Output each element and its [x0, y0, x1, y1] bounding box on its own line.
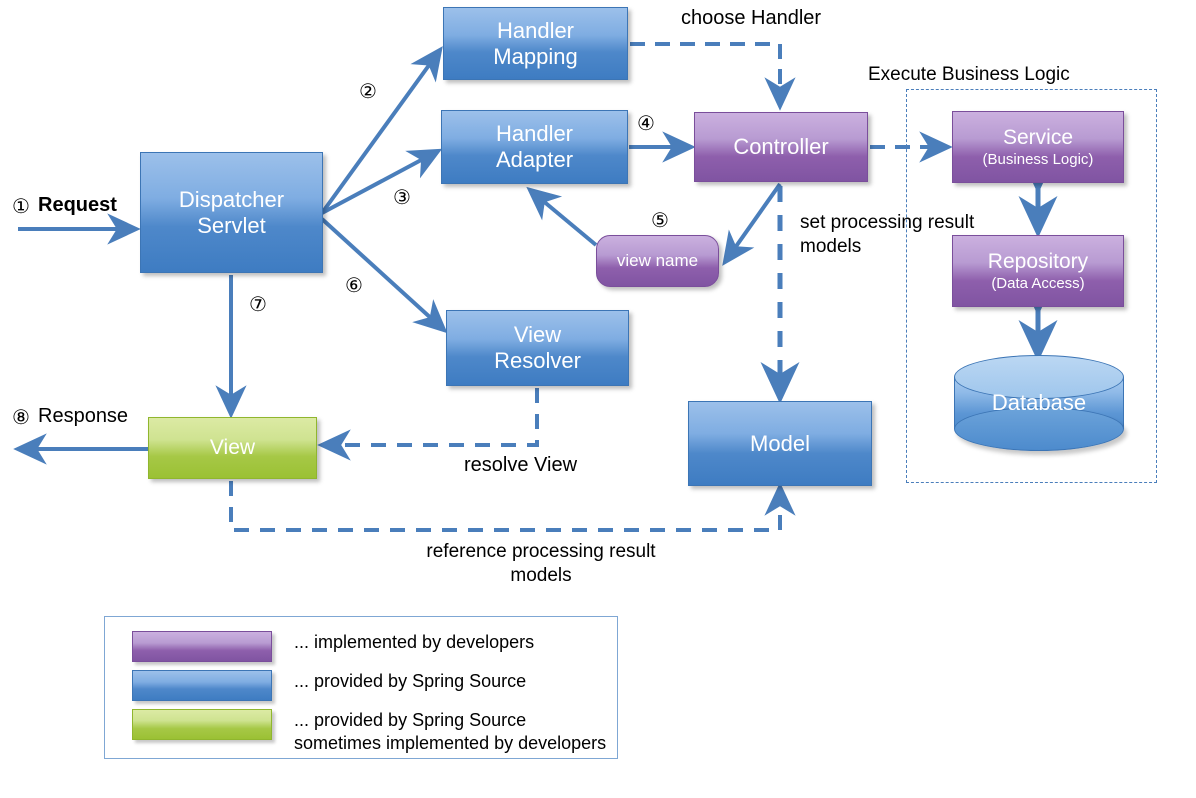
- handler-adapter-title-line1: Handler: [495, 121, 574, 147]
- legend-swatch-blue: [132, 670, 272, 701]
- service-title: Service: [1002, 125, 1074, 149]
- edge-choose-handler: [630, 42, 796, 111]
- step-5: ⑤: [651, 210, 669, 232]
- node-service[interactable]: Service (Business Logic): [952, 111, 1124, 183]
- label-choose-handler: choose Handler: [681, 7, 822, 29]
- node-model[interactable]: Model: [688, 401, 872, 486]
- step-2: ②: [359, 81, 377, 103]
- repository-title: Repository: [987, 249, 1089, 273]
- view-resolver-title-line1: View: [513, 322, 562, 348]
- execute-business-logic-label: Execute Business Logic: [868, 64, 1070, 85]
- legend-label-blue: ... provided by Spring Source: [294, 671, 527, 691]
- handler-mapping-title-line2: Mapping: [493, 43, 578, 69]
- label-request: Request: [38, 194, 117, 216]
- label-response: Response: [38, 405, 129, 427]
- node-view[interactable]: View: [148, 417, 317, 479]
- legend-swatch-purple: [132, 631, 272, 662]
- repository-subtitle: (Data Access): [991, 274, 1085, 292]
- label-resolve-view: resolve View: [464, 454, 578, 476]
- node-repository[interactable]: Repository (Data Access): [952, 235, 1124, 307]
- edge-reference-result-models: [229, 481, 796, 532]
- database-label-wrap: Database: [954, 355, 1124, 451]
- controller-title: Controller: [733, 134, 829, 160]
- dispatcher-servlet-title-line1: Dispatcher: [178, 186, 285, 212]
- step-8: ⑧: [12, 407, 30, 429]
- step-6: ⑥: [345, 275, 363, 297]
- edge-dispatcher-to-handler-adapter: [321, 148, 443, 215]
- label-set-processing-result-models: set processing result models: [800, 212, 975, 257]
- legend-label-purple: ... implemented by developers: [294, 632, 535, 652]
- node-view-resolver[interactable]: View Resolver: [446, 310, 629, 386]
- node-dispatcher-servlet[interactable]: Dispatcher Servlet: [140, 152, 323, 273]
- edge-dispatcher-to-handler-mapping: [320, 46, 443, 215]
- legend-label-green: ... provided by Spring Source sometimes …: [294, 710, 607, 754]
- edge-view-name-to-handler-adapter: [526, 186, 598, 247]
- edge-resolve-view: [317, 388, 539, 461]
- database-title: Database: [991, 390, 1087, 415]
- step-3: ③: [393, 187, 411, 209]
- step-4: ④: [637, 113, 655, 135]
- step-1: ①: [12, 196, 30, 218]
- dispatcher-servlet-title-line2: Servlet: [197, 212, 266, 238]
- node-view-name[interactable]: view name: [596, 235, 719, 287]
- legend-row: ... provided by Spring Source sometimes …: [132, 709, 606, 755]
- label-reference-processing-result-models: reference processing result models: [426, 541, 656, 586]
- view-name-title: view name: [616, 250, 699, 270]
- service-subtitle: (Business Logic): [982, 150, 1094, 168]
- database-bottom-ellipse: [954, 407, 1124, 451]
- node-handler-adapter[interactable]: Handler Adapter: [441, 110, 628, 184]
- step-7: ⑦: [249, 294, 267, 316]
- node-controller[interactable]: Controller: [694, 112, 868, 182]
- node-database[interactable]: Database: [954, 355, 1124, 451]
- view-title: View: [209, 435, 256, 459]
- node-handler-mapping[interactable]: Handler Mapping: [443, 7, 628, 80]
- model-title: Model: [750, 430, 810, 456]
- view-resolver-title-line2: Resolver: [494, 348, 581, 373]
- legend-box: ... implemented by developers ... provid…: [104, 616, 618, 759]
- handler-mapping-title-line1: Handler: [496, 17, 575, 43]
- database-top-ellipse: [954, 355, 1124, 399]
- edge-controller-to-view-name: [722, 182, 782, 266]
- legend-row: ... provided by Spring Source: [132, 670, 526, 701]
- handler-adapter-title-line2: Adapter: [495, 147, 574, 172]
- edge-dispatcher-to-view-resolver: [320, 217, 448, 334]
- legend-swatch-green: [132, 709, 272, 740]
- legend-row: ... implemented by developers: [132, 631, 534, 662]
- execute-business-logic-group: [906, 89, 1157, 483]
